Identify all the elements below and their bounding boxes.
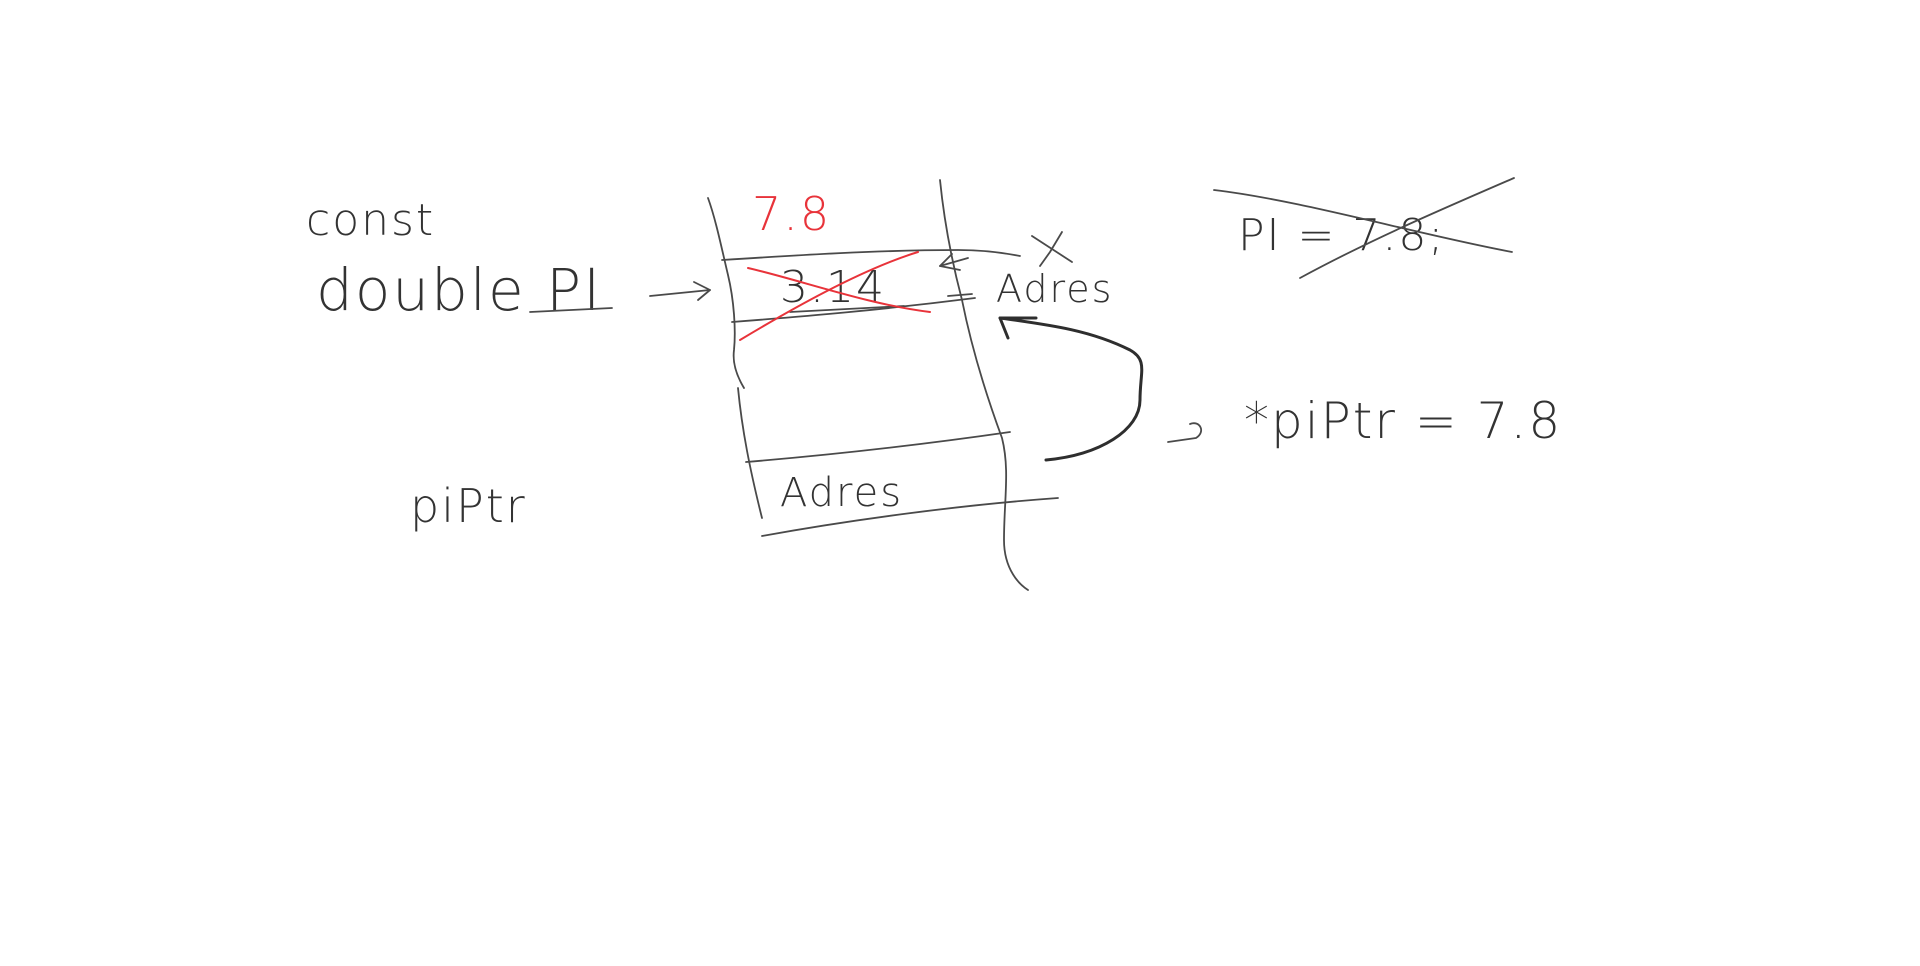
adres-arrow-icon — [939, 253, 973, 297]
pi-assign-label: PI = 7.8; — [1238, 210, 1445, 261]
pointer-arrow-icon — [998, 316, 1144, 462]
piptr-label: piPtr — [410, 479, 527, 533]
deref-tick — [1167, 422, 1203, 443]
memory-column — [707, 179, 1029, 591]
adres-right-label: Adres — [996, 267, 1113, 311]
double-pi-label: double PI — [316, 256, 602, 324]
const-label: const — [306, 195, 435, 246]
new-value-label: 7.8 — [752, 187, 831, 241]
deref-assign-label: *piPtr = 7.8 — [1244, 392, 1562, 450]
red-cross-icon — [739, 251, 931, 341]
pi-arrow-icon — [649, 281, 711, 301]
cross-x-icon — [1031, 231, 1073, 267]
pi-underline — [529, 307, 613, 313]
adres-cell-label: Adres — [780, 470, 903, 516]
pi-assign-cross-icon — [1213, 177, 1515, 279]
cell-dividers — [721, 249, 1059, 537]
